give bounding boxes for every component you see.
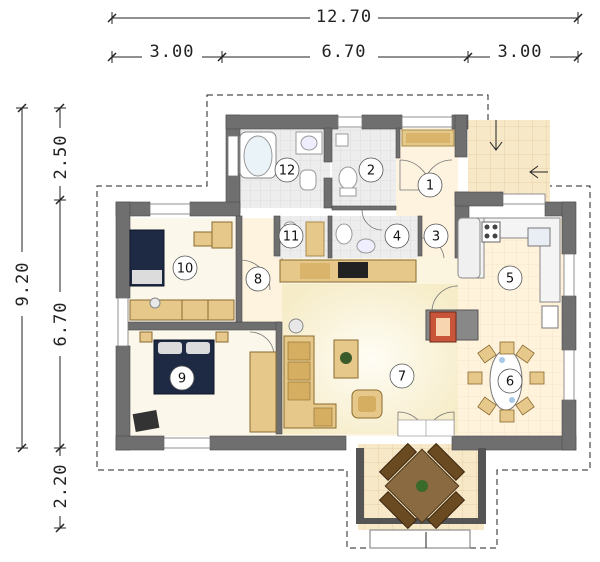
room-number: 10 — [177, 262, 194, 277]
room-marker-circle — [423, 223, 449, 249]
room-marker-circle — [417, 172, 443, 198]
room-marker-7: 7 — [389, 363, 415, 389]
dim-top-middle: 6.70 — [322, 42, 367, 62]
room-number: 7 — [398, 370, 406, 385]
room-marker-2: 2 — [358, 157, 384, 183]
room-number: 12 — [279, 164, 296, 179]
room-number: 5 — [506, 272, 514, 287]
room-number: 4 — [393, 230, 401, 245]
room-marker-3: 3 — [423, 223, 449, 249]
room-marker-12: 12 — [274, 157, 300, 183]
dim-left-upper: 2.50 — [51, 135, 71, 180]
dim-left-total: 9.20 — [13, 262, 33, 307]
room-number: 1 — [426, 179, 434, 194]
room-number: 9 — [178, 372, 186, 387]
windows — [117, 116, 575, 449]
room-marker-circle — [274, 157, 300, 183]
dim-left-lower: 2.20 — [51, 464, 71, 509]
dim-top-left: 3.00 — [150, 42, 195, 62]
bedroom-10-furniture — [129, 221, 235, 321]
room-marker-circle — [497, 368, 523, 394]
dim-top-total: 12.70 — [316, 7, 372, 27]
room-marker-5: 5 — [497, 265, 523, 291]
living-furniture — [279, 259, 417, 429]
room-marker-9: 9 — [169, 365, 195, 391]
room-marker-circle — [169, 365, 195, 391]
room-marker-11: 11 — [278, 223, 304, 249]
dimension-labels: 12.70 3.00 6.70 3.00 9.20 2.50 6.70 2.20 — [8, 5, 550, 516]
terrace-furniture — [356, 442, 486, 549]
room-marker-circle — [278, 223, 304, 249]
room-number: 2 — [367, 164, 375, 179]
room-number: 8 — [254, 273, 262, 288]
room-number: 3 — [432, 230, 440, 245]
walls — [115, 114, 577, 451]
room-marker-1: 1 — [417, 172, 443, 198]
room-number: 6 — [506, 375, 514, 390]
dim-top-right: 3.00 — [498, 42, 543, 62]
dim-left-middle: 6.70 — [51, 302, 71, 347]
room-marker-circle — [389, 363, 415, 389]
room-marker-circle — [384, 223, 410, 249]
entrance-arrows — [425, 120, 548, 548]
room-marker-circle — [245, 266, 271, 292]
room-marker-4: 4 — [384, 223, 410, 249]
room-marker-10: 10 — [172, 255, 198, 281]
room-marker-8: 8 — [245, 266, 271, 292]
kitchen-fixtures — [425, 217, 561, 343]
room-marker-circle — [358, 157, 384, 183]
room-number: 11 — [283, 230, 300, 245]
room-marker-circle — [497, 265, 523, 291]
room-marker-6: 6 — [497, 368, 523, 394]
room-marker-circle — [172, 255, 198, 281]
